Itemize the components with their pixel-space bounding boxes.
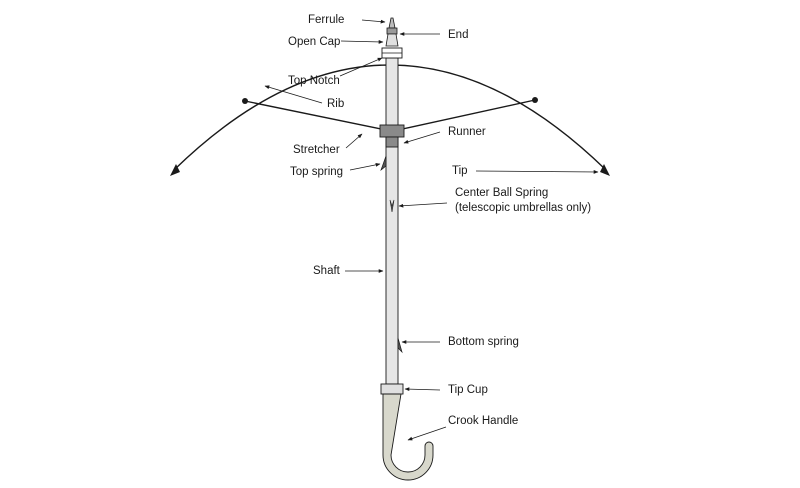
label-runner: Runner [448,126,486,138]
rib-joint-right [532,97,538,103]
label-top-spring: Top spring [290,166,343,178]
shaft [385,57,399,385]
stretcher-left [244,100,387,131]
bottom-spring [397,337,403,354]
label-shaft: Shaft [313,265,341,277]
label-rib: Rib [327,98,344,110]
label-stretcher: Stretcher [293,144,340,156]
label-open-cap: Open Cap [288,36,340,48]
open-cap [385,33,399,47]
top-spring [380,155,387,172]
label-center-ball-spring-note: (telescopic umbrellas only) [455,202,591,214]
label-top-notch: Top Notch [288,75,340,87]
label-center-ball-spring: Center Ball Spring [455,187,548,199]
runner [379,124,405,138]
label-bottom-spring: Bottom spring [448,336,519,348]
runner-sleeve [385,136,399,148]
tip-cup [380,383,404,395]
ferrule [388,17,396,29]
rib-tip-right [600,164,610,176]
stretcher-right [397,99,536,131]
label-tip: Tip [452,165,468,177]
label-tip-cup: Tip Cup [448,384,488,396]
label-crook-handle: Crook Handle [448,415,518,427]
rib-tip-left [170,164,180,176]
ferrule-collar [386,27,398,35]
label-ferrule: Ferrule [308,14,344,26]
crook-handle [382,393,434,481]
label-end: End [448,29,468,41]
center-ball-spring [389,199,395,213]
rib-joint-left [242,98,248,104]
